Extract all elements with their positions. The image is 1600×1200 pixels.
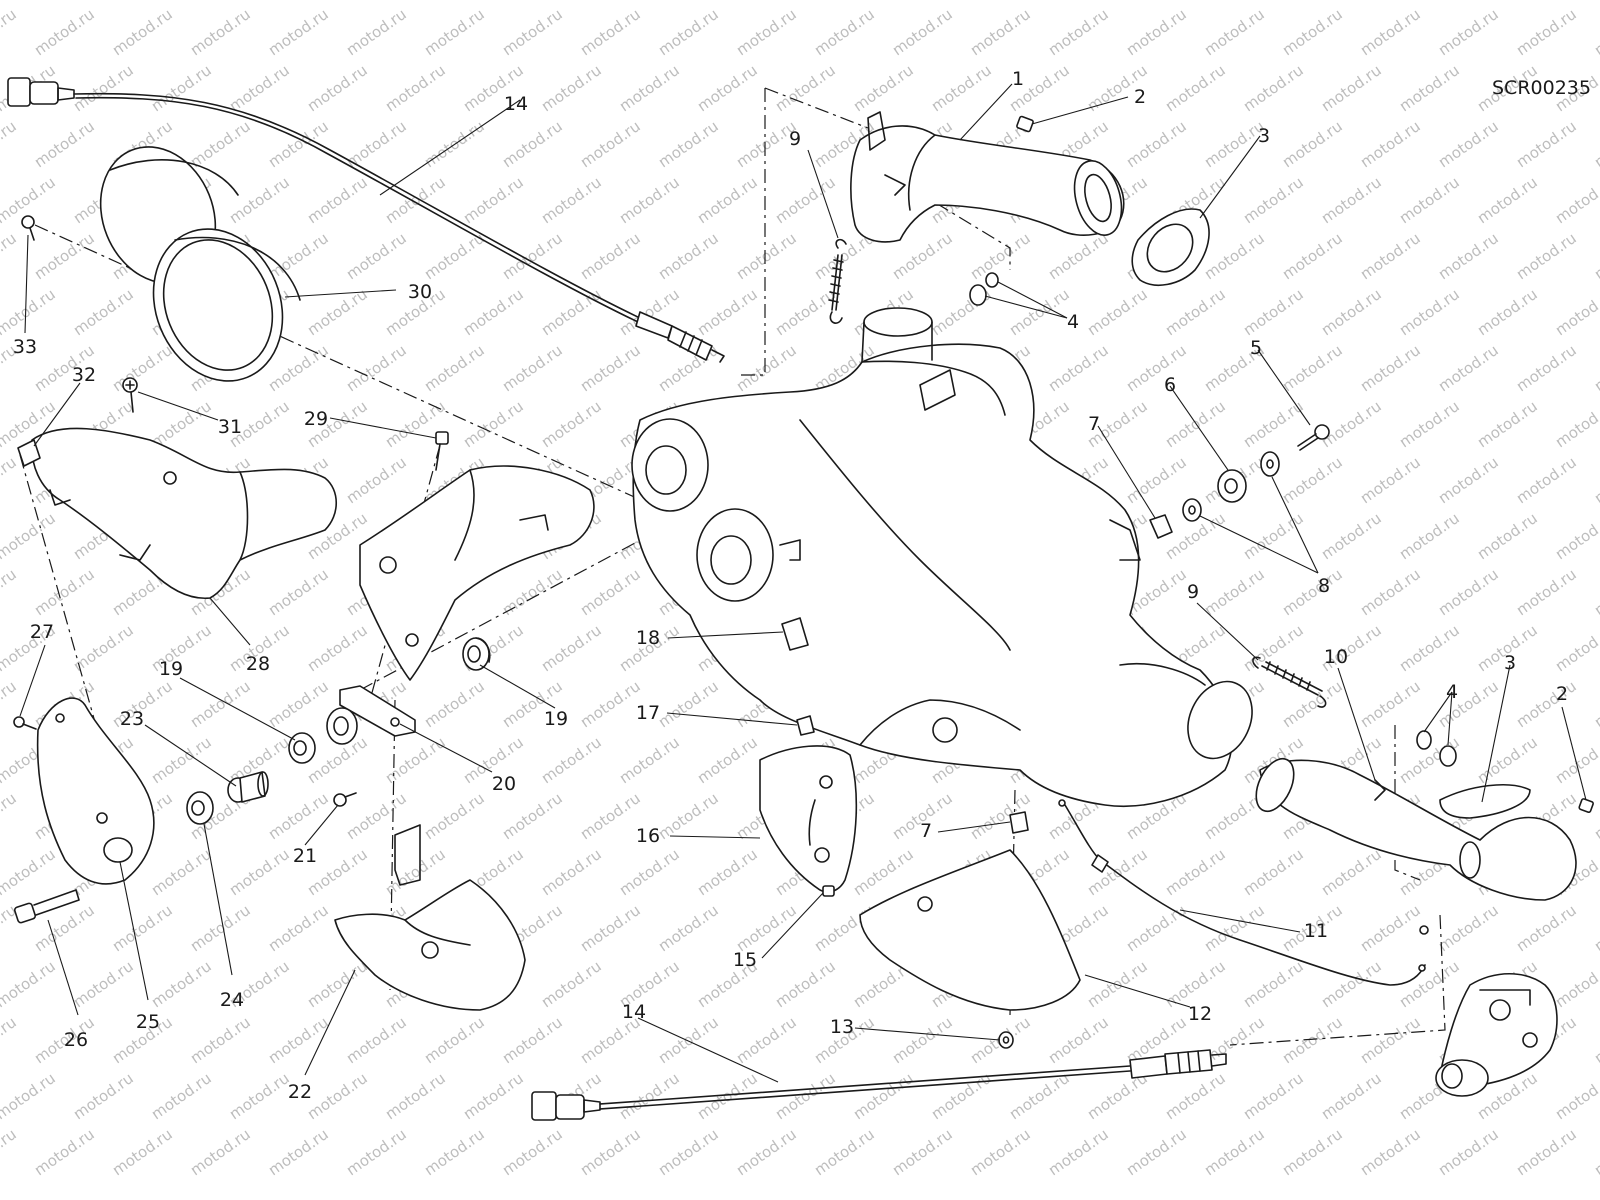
callout-15: 15 xyxy=(733,949,757,971)
callout-14-upper: 14 xyxy=(504,93,528,115)
callout-21: 21 xyxy=(293,845,317,867)
grommet-19-left xyxy=(288,732,316,764)
callout-7-upper: 7 xyxy=(1088,413,1100,435)
screw-21 xyxy=(333,792,357,807)
callout-3-lower: 3 xyxy=(1504,652,1516,674)
heat-guard-28 xyxy=(30,427,337,600)
callout-5: 5 xyxy=(1250,337,1262,359)
oxygen-sensor-lower xyxy=(531,1049,1227,1121)
screw-5 xyxy=(1297,424,1330,451)
callout-19-left: 19 xyxy=(159,658,183,680)
callout-28: 28 xyxy=(246,653,270,675)
diagram-code: SCR00235 xyxy=(1492,77,1591,99)
grommet-19-right xyxy=(462,637,491,671)
callout-29: 29 xyxy=(304,408,328,430)
clip-7-lower xyxy=(1009,811,1029,834)
nut-4-lower xyxy=(1416,730,1457,767)
callout-32: 32 xyxy=(72,364,96,386)
screw-31 xyxy=(122,377,138,413)
callout-25: 25 xyxy=(136,1011,160,1033)
mounting-bracket xyxy=(359,465,595,681)
callout-20: 20 xyxy=(492,773,516,795)
nut-2-right xyxy=(1578,798,1594,813)
bolt-26 xyxy=(13,889,80,924)
callout-2-right: 2 xyxy=(1556,683,1568,705)
callout-12: 12 xyxy=(1188,1003,1212,1025)
leader-lines xyxy=(19,83,1587,1083)
callout-10: 10 xyxy=(1324,646,1348,668)
callout-22: 22 xyxy=(288,1081,312,1103)
callout-3-upper: 3 xyxy=(1258,125,1270,147)
pipe-10 xyxy=(1255,757,1577,901)
nut-2-upper xyxy=(1016,115,1034,133)
bracket-20 xyxy=(326,685,416,745)
callout-26: 26 xyxy=(64,1029,88,1051)
silencer-main-body xyxy=(631,307,1253,808)
gasket-3-upper xyxy=(1131,208,1210,286)
callout-19-right: 19 xyxy=(544,708,568,730)
callout-27: 27 xyxy=(30,621,54,643)
callout-2-upper: 2 xyxy=(1134,86,1146,108)
washer-13 xyxy=(998,1031,1014,1049)
callout-33: 33 xyxy=(13,336,37,358)
screw-33 xyxy=(21,215,35,241)
callout-8: 8 xyxy=(1318,575,1330,597)
callout-11: 11 xyxy=(1304,920,1328,942)
bush-6 xyxy=(1217,469,1247,503)
spring-9-upper xyxy=(828,238,847,324)
spacer-23 xyxy=(227,771,269,803)
cable-11 xyxy=(1058,799,1429,986)
washer-8-right xyxy=(1260,451,1280,477)
callout-1: 1 xyxy=(1012,68,1024,90)
bracket-18 xyxy=(781,617,809,651)
callout-4-lower: 4 xyxy=(1446,681,1458,703)
callout-16: 16 xyxy=(636,825,660,847)
guard-22 xyxy=(334,824,526,1011)
exhaust-valve-actuator xyxy=(1435,972,1558,1097)
heat-shield-12 xyxy=(859,849,1081,1011)
screw-27 xyxy=(13,716,37,730)
callout-23: 23 xyxy=(120,708,144,730)
gasket-3-lower xyxy=(1439,784,1531,819)
washer-8-left xyxy=(1182,498,1202,522)
clip-32 xyxy=(17,439,41,467)
twin-end-cap xyxy=(99,146,301,382)
clip-17 xyxy=(796,715,815,736)
callout-13: 13 xyxy=(830,1016,854,1038)
callout-24: 24 xyxy=(220,989,244,1011)
clip-7-upper xyxy=(1149,514,1173,539)
callout-14-lower: 14 xyxy=(622,1001,646,1023)
heel-guard-25 xyxy=(36,697,155,885)
grommet-24 xyxy=(186,791,214,825)
callout-9-lower: 9 xyxy=(1187,581,1199,603)
callout-9-upper: 9 xyxy=(789,128,801,150)
nut-15 xyxy=(822,885,835,897)
header-pipe-1 xyxy=(850,111,1125,243)
callout-7-lower: 7 xyxy=(920,820,932,842)
screw-29 xyxy=(435,431,449,471)
callout-31: 31 xyxy=(218,416,242,438)
nut-4-upper xyxy=(969,272,999,306)
oxygen-sensor-upper xyxy=(7,77,725,363)
callout-6: 6 xyxy=(1164,374,1176,396)
shield-16 xyxy=(759,745,858,893)
callout-30: 30 xyxy=(408,281,432,303)
callout-labels: 1 2 3 4 5 6 7 8 9 9 10 11 12 13 14 14 15… xyxy=(13,68,1568,1103)
callout-18: 18 xyxy=(636,627,660,649)
callout-17: 17 xyxy=(636,702,660,724)
callout-4-upper: 4 xyxy=(1067,311,1079,333)
spring-9-lower xyxy=(1252,656,1327,708)
